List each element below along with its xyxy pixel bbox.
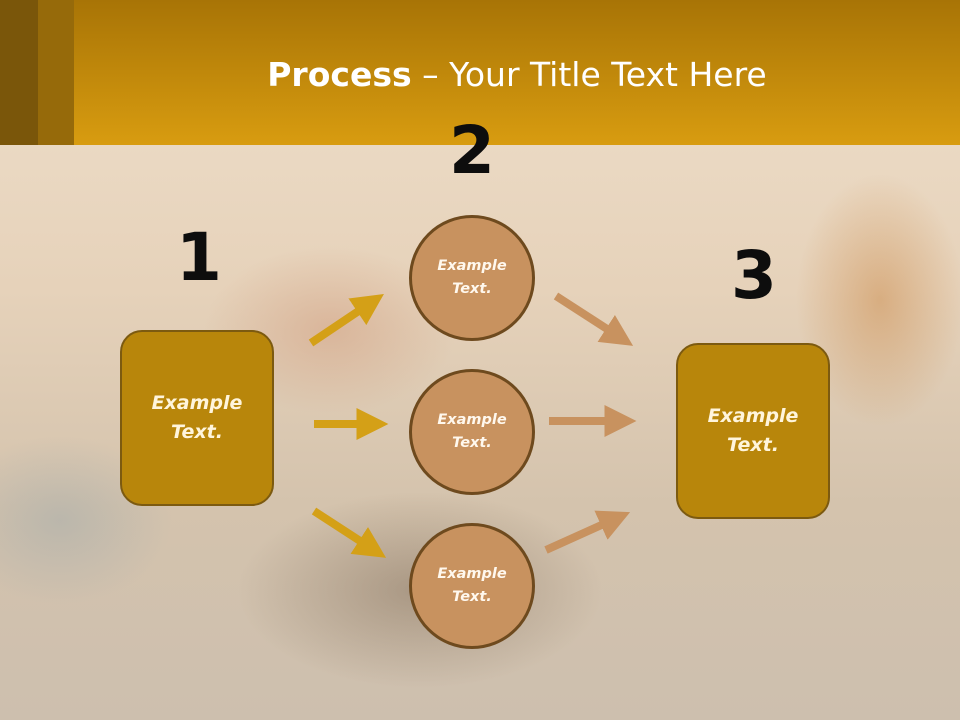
header-stripe-medium (38, 0, 74, 145)
title-bold: Process (267, 55, 412, 94)
title-bar: Process – Your Title Text Here (0, 0, 960, 145)
circle-middle-label: Example Text. (437, 412, 507, 451)
step-number-1: 1 (176, 219, 222, 296)
right-box-label: Example Text. (707, 405, 799, 456)
arrow-left-down (311, 507, 387, 558)
circle-middle[interactable]: Example Text. (409, 369, 535, 495)
step-number-3: 3 (731, 237, 777, 314)
title-rest: – Your Title Text Here (411, 55, 767, 94)
arrow-right-down (553, 292, 634, 346)
circle-bottom-label: Example Text. (437, 566, 507, 605)
arrow-right-up (544, 510, 631, 554)
circle-bottom[interactable]: Example Text. (409, 523, 535, 649)
header-stripe-dark (0, 0, 38, 145)
step-number-2: 2 (449, 112, 495, 189)
right-text-box[interactable]: Example Text. (676, 343, 830, 519)
left-box-label: Example Text. (151, 392, 243, 443)
arrow-left-up (308, 293, 384, 347)
slide-title: Process – Your Title Text Here (74, 52, 960, 98)
circle-top-label: Example Text. (437, 258, 507, 297)
circle-top[interactable]: Example Text. (409, 215, 535, 341)
left-text-box[interactable]: Example Text. (120, 330, 274, 506)
